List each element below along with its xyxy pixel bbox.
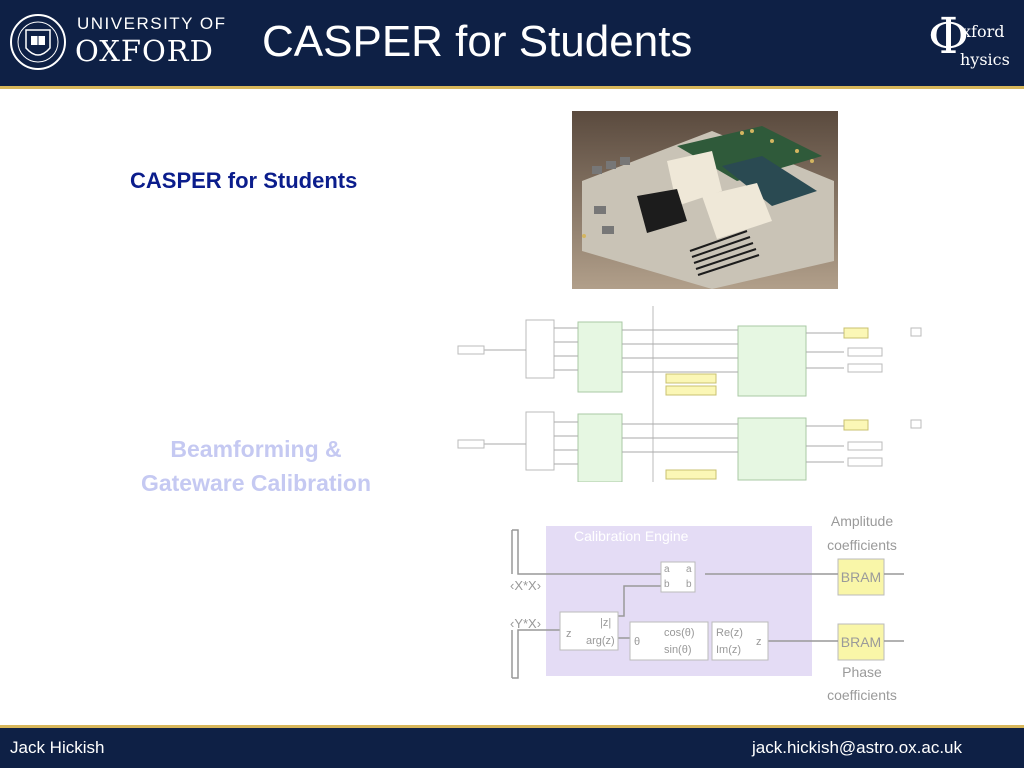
calibration-engine-diagram: Calibration Engine Amplitude coefficient…	[510, 513, 904, 703]
page-title: CASPER for Students	[262, 17, 693, 66]
z-output-label: z	[756, 636, 762, 648]
input-xx-label: ‹X*X›	[510, 578, 541, 593]
oxford-crest-logo	[10, 14, 66, 70]
physics-logo-line1: xford	[962, 22, 1005, 41]
bram-phase-label: BRAM	[841, 634, 881, 650]
section-subheading: Beamforming & Gateware Calibration	[120, 432, 392, 500]
re-label: Re(z)	[716, 627, 743, 639]
header-divider	[0, 86, 1024, 89]
abs-arg-block	[559, 611, 619, 651]
footer-divider	[0, 725, 1024, 728]
beamformer-schematic-diagram	[457, 306, 922, 482]
university-line: UNIVERSITY OF	[77, 14, 227, 33]
divider-b-out: b	[686, 579, 692, 590]
divider-b: b	[664, 579, 670, 590]
bram-amplitude-label: BRAM	[841, 569, 881, 585]
divider-block	[660, 561, 696, 593]
roach-board-photo	[572, 111, 838, 289]
cos-label: cos(θ)	[664, 627, 695, 639]
trig-block	[629, 621, 709, 661]
phase-label-line1: Phase	[842, 664, 882, 680]
z-input-label: z	[566, 628, 572, 640]
footer-bar: Jack Hickish jack.hickish@astro.ox.ac.uk	[0, 728, 1024, 768]
footer-author: Jack Hickish	[10, 738, 105, 757]
theta-label: θ	[634, 636, 640, 648]
phase-label-line2: coefficients	[827, 687, 897, 703]
bram-phase-block	[837, 623, 885, 661]
input-yx-label: ‹Y*X›	[510, 616, 541, 631]
abs-label: |z|	[600, 617, 611, 629]
arg-label: arg(z)	[586, 635, 615, 647]
calibration-engine-label: Calibration Engine	[574, 528, 689, 544]
subheading-line1: Beamforming &	[170, 436, 342, 462]
complex-block	[711, 621, 769, 661]
im-label: Im(z)	[716, 644, 741, 656]
section-heading: CASPER for Students	[130, 168, 358, 193]
phi-logo-icon: Φ	[928, 7, 969, 65]
sin-label: sin(θ)	[664, 644, 692, 656]
bram-amplitude-block	[837, 558, 885, 596]
header-bar: UNIVERSITY OF OXFORD CASPER for Students…	[0, 0, 1024, 86]
amplitude-label-line1: Amplitude	[831, 513, 893, 529]
divider-a: a	[664, 564, 670, 575]
physics-logo-line2: hysics	[960, 50, 1010, 69]
divider-a-out: a	[686, 564, 692, 575]
amplitude-label-line2: coefficients	[827, 537, 897, 553]
university-name: OXFORD	[75, 34, 214, 68]
footer-email: jack.hickish@astro.ox.ac.uk	[752, 738, 963, 757]
subheading-line2: Gateware Calibration	[140, 470, 372, 496]
